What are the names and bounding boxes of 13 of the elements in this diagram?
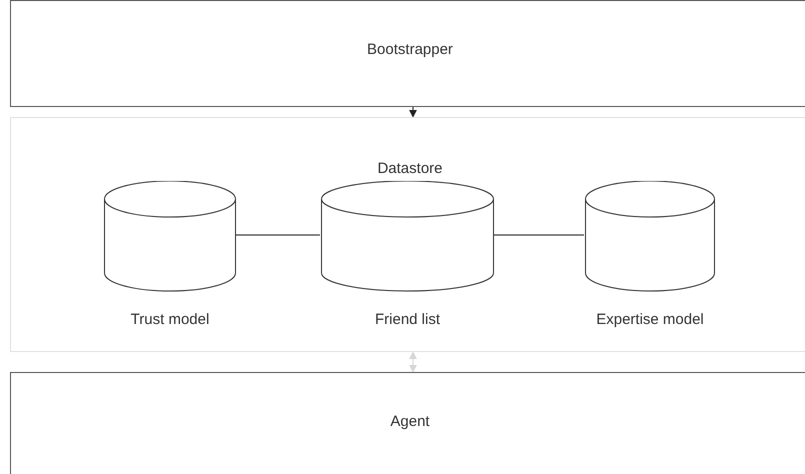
component-label: Datastore bbox=[376, 160, 444, 177]
connector-line bbox=[234, 234, 320, 236]
component-box bbox=[10, 117, 805, 352]
database-label: Expertise model bbox=[595, 311, 705, 328]
arrow bbox=[409, 106, 417, 118]
component-label: Agent bbox=[389, 413, 431, 430]
component-box bbox=[10, 372, 805, 474]
arrow bbox=[409, 351, 417, 373]
component-box bbox=[10, 0, 805, 107]
database-label: Friend list bbox=[374, 311, 442, 328]
component-label: Bootstrapper bbox=[366, 41, 454, 58]
database-label: Trust model bbox=[130, 311, 210, 328]
connector-line bbox=[492, 234, 584, 236]
